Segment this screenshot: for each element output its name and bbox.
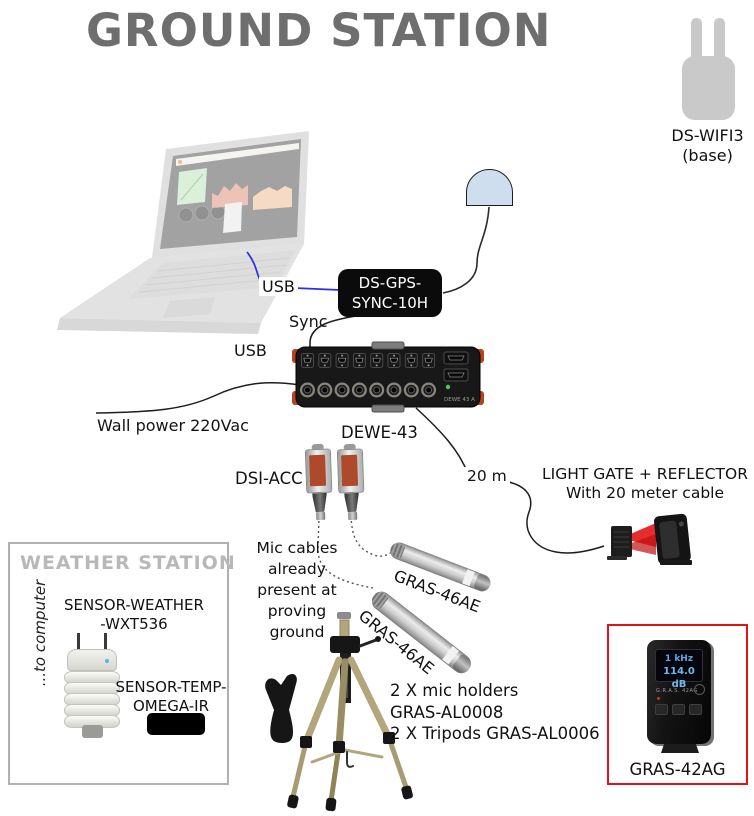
gps-antenna-cable: [442, 206, 490, 294]
wifi-name: DS-WIFI3: [671, 126, 744, 145]
accessories-line3: 2 X Tripods GRAS-AL0006: [390, 724, 600, 743]
gps-antenna-icon: [466, 169, 513, 206]
tripod-illustration: [287, 612, 413, 812]
calibrator-led: [657, 697, 660, 700]
sync-cable: [309, 315, 357, 377]
laptop-illustration: [57, 131, 309, 334]
usb-label-dewe: USB: [234, 341, 267, 360]
page-title: GROUND STATION: [86, 4, 552, 57]
calibrator-button: [655, 704, 668, 715]
weather-station-panel: WEATHER STATION ...to computer SENSOR-WE…: [8, 542, 235, 785]
mic-holder-illustration: [265, 673, 297, 743]
light-gate-cable-a: [415, 407, 469, 475]
cable-length-label: 20 m: [464, 467, 510, 485]
accessories-line1: 2 X mic holders: [390, 681, 519, 700]
dsi-acc-adapter-2-icon: [335, 443, 368, 523]
wall-power-cable: [95, 382, 301, 414]
calibrator-device-badge: G.R.A.S. 42AG: [656, 688, 698, 694]
calibrator-panel: 1 kHz 114.0 dB G.R.A.S. 42AG GRAS-42AG: [607, 624, 748, 785]
calibrator-button: [672, 704, 685, 715]
calibrator-base: [661, 744, 699, 753]
wifi-base-icon: [682, 56, 735, 120]
light-gate-label: LIGHT GATE + REFLECTOR With 20 meter cab…: [540, 465, 750, 503]
usb-label-laptop: USB: [259, 277, 298, 296]
light-gate-cable-b: [496, 479, 605, 554]
gps-sync-box: DS-GPS- SYNC-10H: [338, 269, 442, 317]
dewe43-label: DEWE-43: [341, 423, 418, 442]
mic-cables-note: Mic cables already present at proving gr…: [256, 539, 338, 641]
calibrator-frequency: 1 kHz: [664, 654, 694, 664]
to-computer-label: ...to computer: [31, 579, 49, 687]
accessories-label: 2 X mic holders GRAS-AL0008 2 X Tripods …: [390, 680, 600, 745]
dewe43-device-icon: DEWE 43 A: [292, 341, 484, 413]
wifi-label: DS-WIFI3 (base): [659, 126, 754, 166]
wifi-antenna-icon: [691, 18, 702, 66]
sensor-weather-label: SENSOR-WEATHER -WXT536: [64, 596, 204, 633]
weather-station-title: WEATHER STATION: [20, 552, 236, 574]
calibrator-level: 114.0 dB: [663, 666, 695, 690]
dsi-acc-label: DSI-ACC: [235, 469, 303, 488]
sensor-temp-label: SENSOR-TEMP- OMEGA-IR: [115, 678, 227, 715]
light-gate-line1: LIGHT GATE + REFLECTOR: [542, 465, 748, 483]
calibrator-button: [689, 704, 702, 715]
light-gate-illustration: [607, 513, 692, 565]
wifi-antenna-icon: [714, 18, 725, 66]
dewe43-badge: DEWE 43 A: [444, 397, 475, 403]
wall-power-label: Wall power 220Vac: [97, 416, 249, 435]
power-button-icon: [694, 684, 705, 695]
sync-label: Sync: [289, 312, 328, 331]
gps-sync-line1: DS-GPS-: [358, 274, 422, 292]
mic-cable-dotted-2: [350, 515, 398, 557]
dsi-acc-adapter-1-icon: [303, 443, 336, 523]
gps-sync-line2: SYNC-10H: [351, 294, 429, 312]
calibrator-device-icon: 1 kHz 114.0 dB G.R.A.S. 42AG: [647, 640, 711, 744]
light-gate-line2: With 20 meter cable: [565, 484, 725, 502]
ir-temp-sensor-icon: [147, 713, 205, 735]
calibrator-label: GRAS-42AG: [629, 760, 726, 779]
accessories-line2: GRAS-AL0008: [390, 702, 504, 722]
calibrator-display: 1 kHz 114.0 dB: [655, 649, 703, 690]
weather-sensor-icon: [64, 633, 122, 738]
wifi-sub: (base): [682, 146, 733, 165]
